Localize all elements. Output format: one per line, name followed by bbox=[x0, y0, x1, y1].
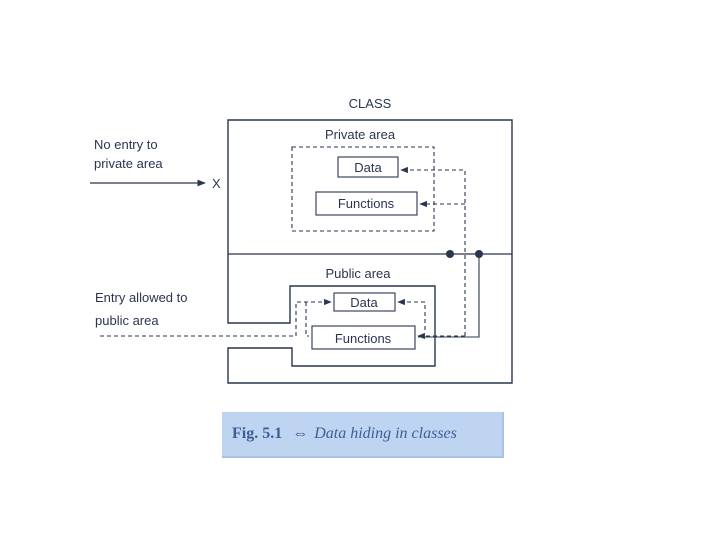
public-data-box bbox=[333, 292, 396, 312]
figure-caption: Fig. 5.1 ⇔ Data hiding in classes bbox=[222, 412, 504, 458]
private-area-label: Private area bbox=[325, 127, 396, 142]
private-data-label: Data bbox=[354, 160, 382, 175]
private-functions-label: Functions bbox=[338, 196, 395, 211]
public-area-label: Public area bbox=[325, 266, 391, 281]
public-data-label: Data bbox=[350, 295, 378, 310]
public-entry-path-to-functions bbox=[305, 302, 309, 337]
private-data-box bbox=[337, 156, 399, 178]
public-entry-path bbox=[100, 298, 332, 337]
double-arrow-icon: ⇔ bbox=[292, 425, 309, 442]
class-outline bbox=[227, 119, 513, 384]
public-functions-box bbox=[311, 325, 416, 350]
entry-allowed-line2: public area bbox=[95, 313, 159, 328]
private-functions-box bbox=[315, 191, 418, 216]
blocked-mark: X bbox=[212, 176, 221, 191]
figure-number: Fig. 5.1 bbox=[232, 425, 283, 442]
public-functions-label: Functions bbox=[335, 331, 392, 346]
no-entry-line1: No entry to bbox=[94, 137, 158, 152]
private-area-box bbox=[291, 146, 435, 232]
figure-caption-text: Data hiding in classes bbox=[314, 425, 457, 442]
no-entry-line2: private area bbox=[94, 156, 163, 171]
entry-allowed-line1: Entry allowed to bbox=[95, 290, 188, 305]
junction-dot-left bbox=[446, 250, 454, 258]
class-label: CLASS bbox=[349, 96, 392, 111]
access-path-to-public-data bbox=[397, 298, 426, 330]
solid-path-right bbox=[418, 254, 480, 338]
